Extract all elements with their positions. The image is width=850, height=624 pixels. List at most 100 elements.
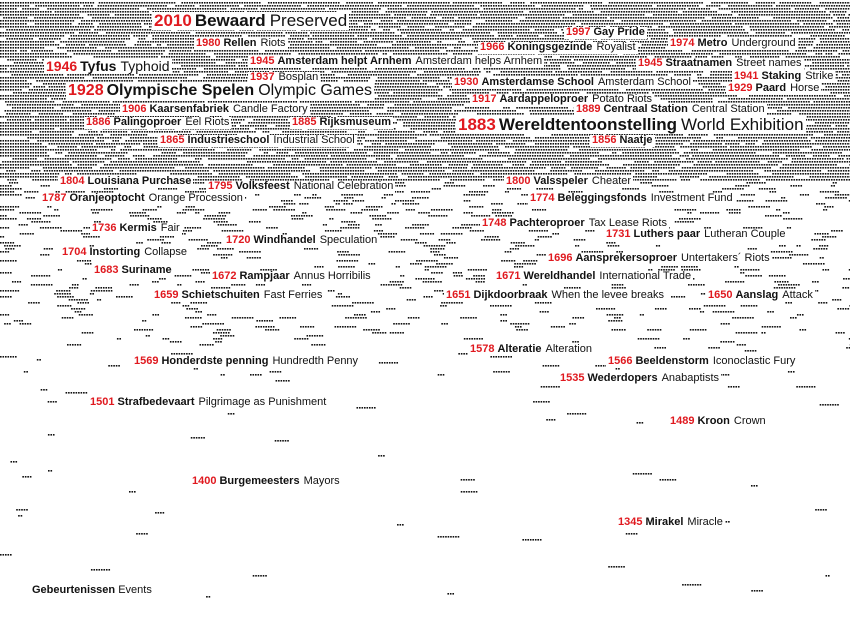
- event-name-en: Mayors: [304, 475, 340, 487]
- event-year: 1578: [470, 343, 494, 355]
- event-name-en: Attack: [782, 289, 813, 301]
- event-year: 1865: [160, 134, 184, 146]
- event-year: 1974: [670, 37, 694, 49]
- event-name-en: Typhoid: [120, 58, 169, 74]
- event-name-en: Eel Riots: [185, 116, 229, 128]
- event-name-en: Lutheran Couple: [704, 228, 785, 240]
- event-name-nl: Beleggingsfonds: [557, 192, 646, 204]
- legend: Gebeurtenissen Events: [30, 584, 154, 596]
- event-year: 1731: [606, 228, 630, 240]
- event-year: 1787: [42, 192, 66, 204]
- event-year: 1774: [530, 192, 554, 204]
- event-name-en: Candle Factory: [233, 103, 308, 115]
- event-year: 1966: [480, 41, 504, 53]
- event-name-en: World Exhibition: [681, 115, 804, 134]
- event-name-nl: Bewaard: [195, 11, 266, 30]
- event-year: 1945: [638, 57, 662, 69]
- event-year: 1883: [458, 115, 496, 134]
- event-year: 1929: [728, 82, 752, 94]
- event-name-en: Annus Horribilis: [294, 270, 371, 282]
- event-year: 1489: [670, 415, 694, 427]
- event-name-nl: Naatje: [619, 134, 652, 146]
- event-name-nl: Koningsgezinde: [507, 41, 592, 53]
- event-name-nl: Tyfus: [80, 58, 116, 74]
- event-name-en: Amsterdam School: [598, 76, 691, 88]
- event-year: 1800: [506, 175, 530, 187]
- event-name-en: Hundredth Penny: [272, 355, 358, 367]
- event-year: 1720: [226, 234, 250, 246]
- legend-en: Events: [118, 584, 152, 596]
- event-name-en: Fair: [161, 222, 180, 234]
- event-name-nl: Amsterdam helpt Arnhem: [277, 55, 411, 67]
- event-name-nl: Paard: [755, 82, 786, 94]
- event-name-en: Anabaptists: [662, 372, 719, 384]
- event-name-en: Tax Lease Riots: [589, 217, 667, 229]
- event-name-nl: Metro: [697, 37, 727, 49]
- event-name-en: Fast Ferries: [264, 289, 323, 301]
- event-name-nl: Aardappeloproer: [499, 93, 588, 105]
- event-name-nl: Rijksmuseum: [319, 116, 391, 128]
- event-name-nl: Honderdste penning: [161, 355, 268, 367]
- event-name-en: Amsterdam helps Arnhem: [416, 55, 543, 67]
- event-name-en: National Celebration: [294, 180, 394, 192]
- event-name-en: Street names: [736, 57, 801, 69]
- event-name-nl: Centraal Station: [603, 103, 687, 115]
- event-name-en: Alteration: [546, 343, 592, 355]
- event-name-nl: Suriname: [121, 264, 171, 276]
- event-name-nl: Olympische Spelen: [107, 82, 255, 99]
- event-year: 1736: [92, 222, 116, 234]
- event-name-en: Olympic Games: [258, 82, 372, 99]
- event-year: 1671: [496, 270, 520, 282]
- event-name-nl: Pachteroproer: [509, 217, 584, 229]
- event-year: 1885: [292, 116, 316, 128]
- event-name-en: Orange Procession: [149, 192, 243, 204]
- event-name-nl: Kroon: [697, 415, 729, 427]
- event-name-en: Underground: [731, 37, 795, 49]
- event-year: 1945: [250, 55, 274, 67]
- event-name-en: Riots: [261, 37, 286, 49]
- event-year: 1937: [250, 71, 274, 83]
- event-name-nl: Beeldenstorm: [635, 355, 708, 367]
- event-name-en: Crown: [734, 415, 766, 427]
- event-year: 1930: [454, 76, 478, 88]
- event-name-en: Cheater: [592, 175, 631, 187]
- event-name-nl: Instorting: [89, 246, 140, 258]
- event-name-en: Central Station: [692, 103, 765, 115]
- event-name-nl: Straatnamen: [665, 57, 732, 69]
- event-name-en: Speculation: [320, 234, 378, 246]
- event-name-nl: Gay Pride: [593, 26, 644, 38]
- event-name-en: Miracle: [687, 516, 722, 528]
- event-year: 1566: [608, 355, 632, 367]
- event-year: 1804: [60, 175, 84, 187]
- event-name-nl: Schietschuiten: [181, 289, 259, 301]
- event-year: 1683: [94, 264, 118, 276]
- event-name-nl: Valsspeler: [533, 175, 587, 187]
